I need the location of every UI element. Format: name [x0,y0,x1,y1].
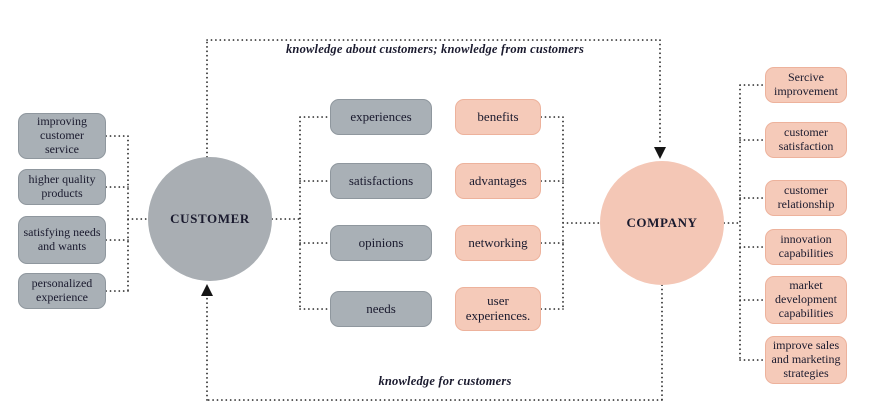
customer-value-box: satisfying needs and wants [18,216,106,264]
arrow-down-into-company-icon [654,147,666,159]
company-capability-box: improve sales and marketing strategies [765,336,847,384]
company-offering-box: user experiences. [455,287,541,331]
bottom-flow-label: knowledge for customers [378,374,512,388]
customer-value-box: personalized experience [18,273,106,309]
customer-knowledge-box: needs [330,291,432,327]
customer-knowledge-box: experiences [330,99,432,135]
company-capability-box: Sercive improvement [765,67,847,103]
company-capability-box: market development capabilities [765,276,847,324]
customer-value-box: higher quality products [18,169,106,205]
company-capability-box: innovation capabilities [765,229,847,265]
arrow-up-into-customer-icon [201,284,213,296]
company-circle: COMPANY [600,161,724,285]
company-offering-box: benefits [455,99,541,135]
company-offering-box: networking [455,225,541,261]
customer-knowledge-box: satisfactions [330,163,432,199]
customer-knowledge-box: opinions [330,225,432,261]
customer-circle: CUSTOMER [148,157,272,281]
company-capability-box: customer satisfaction [765,122,847,158]
company-capability-box: customer relationship [765,180,847,216]
company-offering-box: advantages [455,163,541,199]
top-flow-label: knowledge about customers; knowledge fro… [285,42,585,56]
customer-value-box: improving customer service [18,113,106,159]
